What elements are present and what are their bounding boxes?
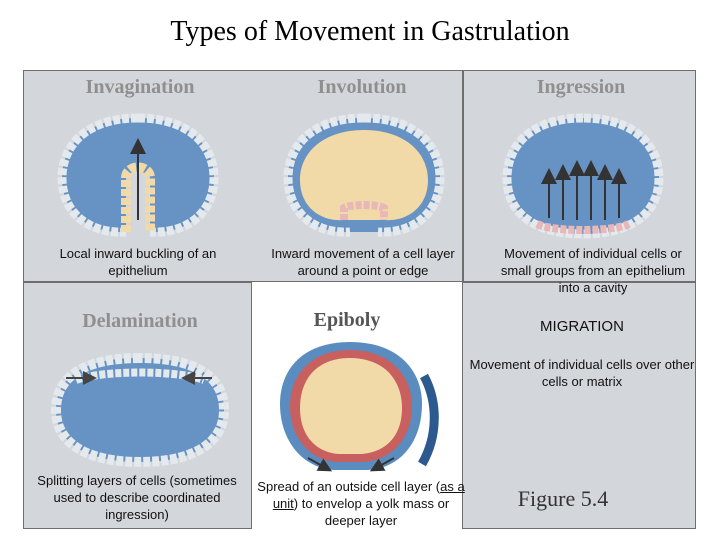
involution-caption: Inward movement of a cell layer around a… — [271, 246, 455, 278]
delamination-diagram — [50, 352, 230, 468]
epiboly-caption-before: Spread of an outside cell layer ( — [257, 479, 441, 494]
ingression-diagram — [502, 113, 664, 239]
epiboly-caption: Spread of an outside cell layer (as a un… — [256, 478, 466, 529]
epiboly-heading: Epiboly — [313, 309, 381, 331]
epiboly-caption-underlined: as a unit — [272, 479, 465, 511]
migration-panel — [462, 282, 696, 529]
epiboly-diagram — [280, 342, 439, 472]
involution-heading: Involution — [317, 76, 407, 98]
migration-heading: MIGRATION — [540, 318, 624, 335]
invagination-diagram — [57, 113, 219, 237]
invagination-caption: Local inward buckling of an epithelium — [59, 246, 217, 278]
ingression-heading: Ingression — [536, 76, 626, 98]
delamination-heading: Delamination — [82, 310, 198, 332]
delamination-caption: Splitting layers of cells (sometimes use… — [37, 473, 237, 522]
migration-caption: Movement of individual cells over other … — [469, 357, 695, 389]
ingression-caption: Movement of individual cells or small gr… — [500, 246, 686, 295]
invagination-heading: Invagination — [85, 76, 195, 98]
epiboly-caption-after: ) to envelop a yolk mass or deeper layer — [293, 496, 450, 528]
involution-diagram — [283, 113, 445, 237]
page-title: Types of Movement in Gastrulation — [170, 16, 570, 47]
figure-label: Figure 5.4 — [517, 486, 609, 511]
